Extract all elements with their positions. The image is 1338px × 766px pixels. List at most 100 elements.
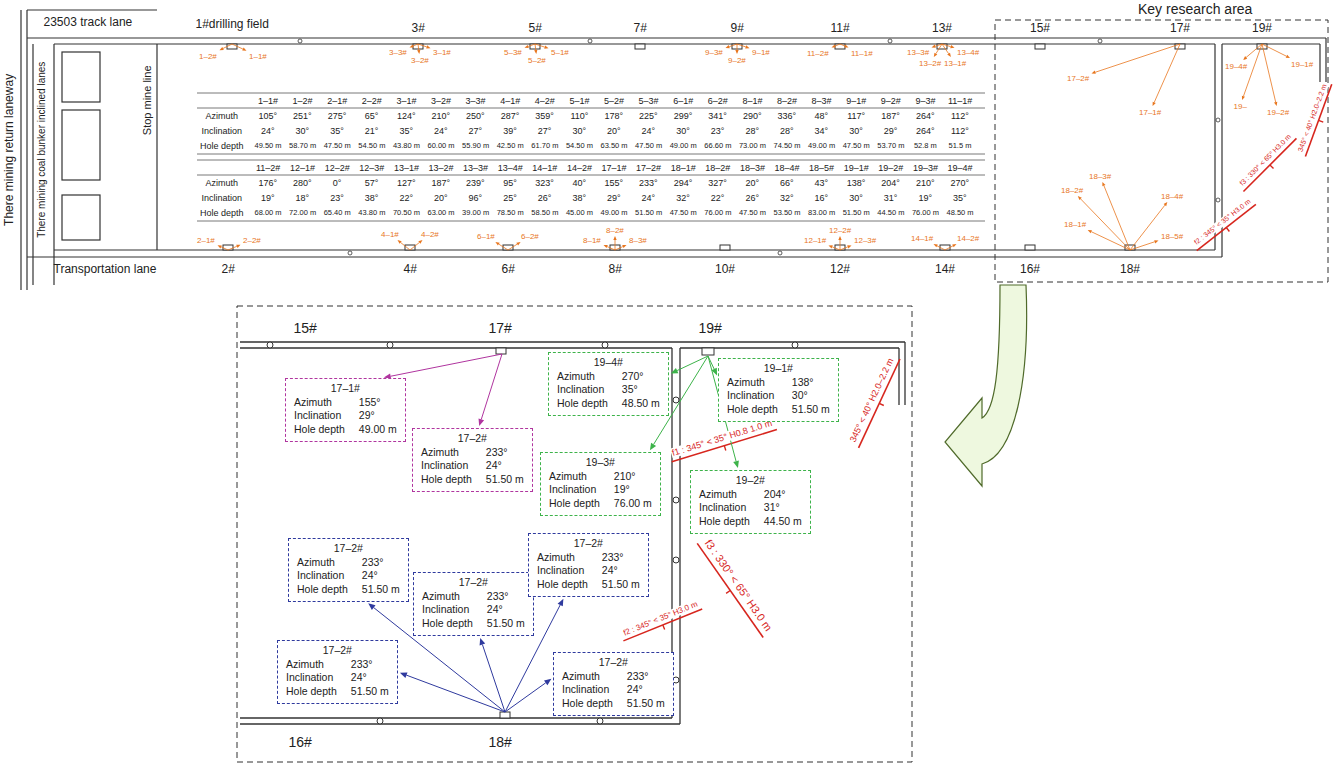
parameter-name: Azimuth: [294, 396, 345, 410]
drilling-field-number: 19#: [1252, 22, 1272, 36]
table-cell: 275°: [328, 111, 347, 121]
table-cell: 48°: [815, 111, 829, 121]
hole-id: 5–3#: [639, 96, 659, 106]
table-cell: 65°: [365, 111, 379, 121]
roof-bolt: [387, 342, 393, 348]
table-cell: 19°: [261, 193, 275, 203]
roadway-wall: [62, 110, 100, 180]
table-cell: 21°: [365, 126, 379, 136]
table-cell: 51.50 m: [843, 209, 870, 218]
table-cell: 61.70 m: [531, 142, 558, 151]
drilling-field-number: 12#: [830, 263, 850, 277]
parameter-value: 204°: [764, 488, 802, 502]
fault-dip-tick: [663, 625, 665, 630]
table-cell: 38°: [572, 193, 586, 203]
drilling-field-number: 6#: [502, 263, 515, 277]
roof-bolt: [298, 39, 1220, 255]
roadway-wall: [240, 341, 905, 342]
table-cell: 105°: [259, 111, 278, 121]
table-cell: 47.50 m: [324, 142, 351, 151]
arrow-head: [932, 45, 936, 48]
arrow-head: [847, 245, 851, 248]
leader-line: [406, 675, 505, 712]
hole-id: 3–3#: [466, 96, 486, 106]
roof-bolt: [778, 251, 782, 255]
borehole-info-box: 17–2#Azimuth233°Inclination24°Hole depth…: [277, 640, 398, 704]
leader-line: [1154, 44, 1180, 102]
parameter-name: Inclination: [699, 501, 750, 515]
hole-label: 17–2#: [1066, 74, 1090, 83]
leader-line: [729, 44, 737, 47]
parameter-name: Inclination: [562, 683, 613, 697]
table-cell: 28°: [745, 126, 759, 136]
table-cell: 117°: [847, 111, 865, 121]
table-cell: 280°: [293, 178, 312, 188]
parameter-grid: Azimuth233°Inclination24°Hole depth51.50…: [297, 556, 400, 597]
parameter-value: 35°: [622, 383, 660, 397]
table-cell: 53.50 m: [774, 209, 801, 218]
parameter-value: 24°: [362, 569, 400, 583]
drilling-field-notch: [635, 44, 645, 49]
hole-id: 18–5#: [809, 163, 834, 173]
drilling-field-number: 13#: [932, 22, 952, 36]
drilling-field-number: 17#: [489, 320, 512, 336]
parameter-name: Inclination: [537, 564, 588, 578]
hole-label: 2–1#: [196, 236, 216, 245]
arrow-head: [1164, 202, 1168, 206]
borehole-info-box: 17–2#Azimuth233°Inclination24°Hole depth…: [412, 428, 533, 492]
leader-line: [737, 44, 746, 47]
hole-id: 17–2#: [562, 656, 665, 670]
hole-label: 9–1#: [751, 48, 771, 57]
drilling-field-notch: [940, 245, 950, 250]
leader-line: [840, 247, 848, 250]
drilling-field-number: 16#: [289, 734, 312, 750]
hole-label: 5–3#: [503, 48, 523, 57]
hole-id: 19–2#: [699, 474, 802, 488]
fault-dip-tick: [726, 590, 730, 593]
leader-line: [840, 240, 841, 250]
leader-line: [945, 246, 953, 250]
hole-id: 2–1#: [327, 96, 347, 106]
table-cell: 20°: [607, 126, 621, 136]
hole-id: 2–2#: [362, 96, 382, 106]
drilling-field-number: 3#: [412, 22, 425, 36]
parameter-name: Hole depth: [727, 403, 778, 417]
roadway-wall: [240, 342, 905, 724]
table-cell: 54.50 m: [566, 142, 593, 151]
parameter-value: 138°: [792, 376, 830, 390]
table-cell: 23°: [711, 126, 725, 136]
table-cell: 31°: [884, 193, 898, 203]
arrow-head: [418, 240, 422, 244]
arrow-head: [398, 240, 402, 244]
table-cell: 20°: [745, 178, 759, 188]
parameter-value: 24°: [486, 459, 524, 473]
arrow-head: [844, 44, 848, 47]
arrow-head: [735, 50, 738, 54]
borehole-info-box: 17–2#Azimuth233°Inclination24°Hole depth…: [288, 538, 409, 602]
leader-line: [505, 683, 546, 712]
hole-id: 8–2#: [777, 96, 797, 106]
table-cell: 210°: [432, 111, 451, 121]
leader-line: [528, 44, 535, 46]
row-header: Hole depth: [200, 208, 244, 218]
area-title: Key research area: [1138, 1, 1252, 17]
borehole-info-box: 17–2#Azimuth233°Inclination24°Hole depth…: [413, 572, 534, 636]
table-cell: 270°: [951, 178, 970, 188]
parameter-name: Hole depth: [297, 583, 348, 597]
roof-bolt: [673, 497, 679, 503]
table-cell: 0°: [333, 178, 342, 188]
fault-label: f3 : 330° < 65° H3.0 m: [1237, 132, 1293, 188]
parameter-value: 31°: [764, 501, 802, 515]
drilling-field-number: 10#: [715, 263, 735, 277]
table-cell: 327°: [708, 178, 727, 188]
hole-label: 19–2#: [1266, 108, 1290, 117]
hole-id: 12–2#: [325, 163, 350, 173]
hole-label: 17–1#: [1138, 108, 1162, 117]
table-cell: 83.00 m: [808, 209, 835, 218]
roof-bolt: [348, 251, 352, 255]
table-cell: 26°: [538, 193, 552, 203]
row-header: Inclination: [202, 126, 243, 136]
parameter-value: 51.50 m: [487, 617, 525, 631]
table-cell: 28°: [780, 126, 794, 136]
